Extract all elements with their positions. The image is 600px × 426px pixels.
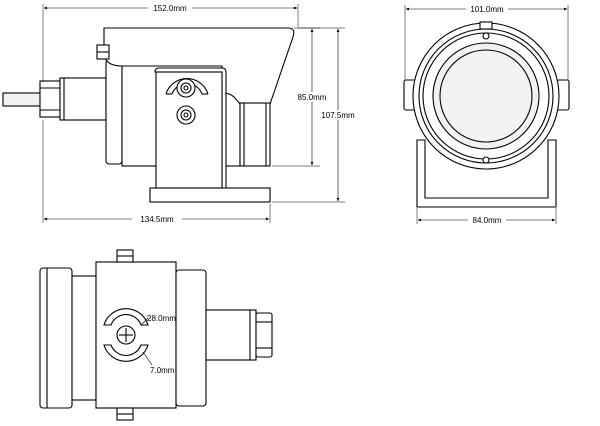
side-height-label: 85.0mm [298,93,327,102]
side-view: 152.0mm 134.5mm 85.0mm 107.5mm [2,3,358,224]
front-top-screw [479,21,493,30]
sunshield [103,27,295,105]
cable-gland [59,77,107,121]
top-rear-flange [175,269,207,407]
front-base-label: 84.0mm [473,216,502,225]
top-view: 28.0mm 7.0mm [39,249,273,421]
rear-flange [105,59,123,165]
side-base-label: 134.5mm [140,215,174,224]
front-width-label: 101.0mm [470,5,504,14]
lens [432,42,540,150]
bolt-icon [176,78,196,98]
front-view: 101.0mm 84.0mm [403,4,570,225]
side-total-height-label: 107.5mm [321,111,355,120]
center-bolt-icon [116,325,136,345]
front-bracket [416,139,557,208]
rotation-slot-upper [103,308,149,326]
top-front-flange [39,267,73,409]
slot-width-label: 7.0mm [150,366,175,375]
lens-collar [239,102,271,167]
rotation-slot-lower [103,344,149,362]
side-width-label: 152.0mm [153,4,187,13]
top-body [71,275,97,401]
top-nut [255,312,273,358]
top-bracket [95,261,177,409]
bolt-icon [176,105,196,125]
cable [2,92,42,107]
slot-diameter-label: 28.0mm [147,314,176,323]
cable-nut [39,80,61,118]
top-gland [205,309,257,361]
